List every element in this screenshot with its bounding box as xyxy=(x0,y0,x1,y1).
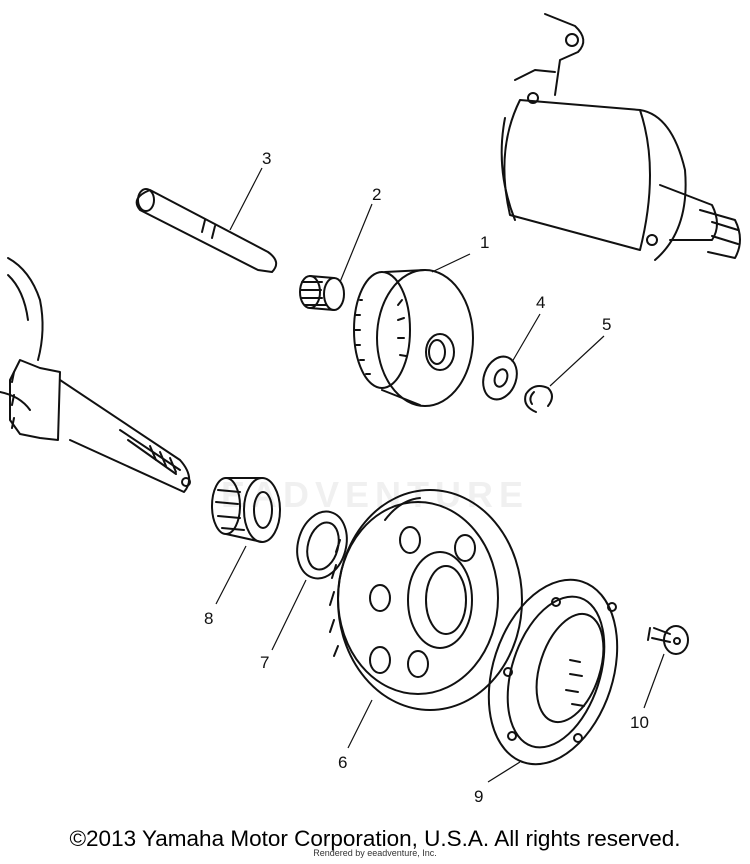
bolt-part-10 xyxy=(648,626,688,654)
label-part-5: 5 xyxy=(602,315,611,334)
label-part-7: 7 xyxy=(260,653,269,672)
label-part-8: 8 xyxy=(204,609,213,628)
part-labels: 1 2 3 4 5 6 7 8 9 10 xyxy=(204,149,649,806)
washer-part-7 xyxy=(290,506,354,584)
crankshaft xyxy=(0,258,190,492)
copyright-notice: ©2013 Yamaha Motor Corporation, U.S.A. A… xyxy=(69,826,681,851)
leader-lines xyxy=(215,167,665,783)
circlip-part-5 xyxy=(525,386,552,412)
needle-bearing-part-2 xyxy=(300,276,344,310)
starter-motor xyxy=(502,14,740,260)
label-part-6: 6 xyxy=(338,753,347,772)
clutch-gear-part-6 xyxy=(330,490,522,710)
washer-part-4 xyxy=(477,352,522,404)
label-part-10: 10 xyxy=(630,713,649,732)
label-part-9: 9 xyxy=(474,787,483,806)
idler-gear-part-1 xyxy=(354,270,473,406)
shaft-part-3 xyxy=(137,189,276,272)
label-part-4: 4 xyxy=(536,293,545,312)
label-part-1: 1 xyxy=(480,233,489,252)
label-part-2: 2 xyxy=(372,185,381,204)
one-way-clutch-part-9 xyxy=(467,563,640,781)
rendered-by-note: Rendered by eeadventure, Inc. xyxy=(313,848,437,858)
label-part-3: 3 xyxy=(262,149,271,168)
bearing-part-8 xyxy=(212,478,280,542)
